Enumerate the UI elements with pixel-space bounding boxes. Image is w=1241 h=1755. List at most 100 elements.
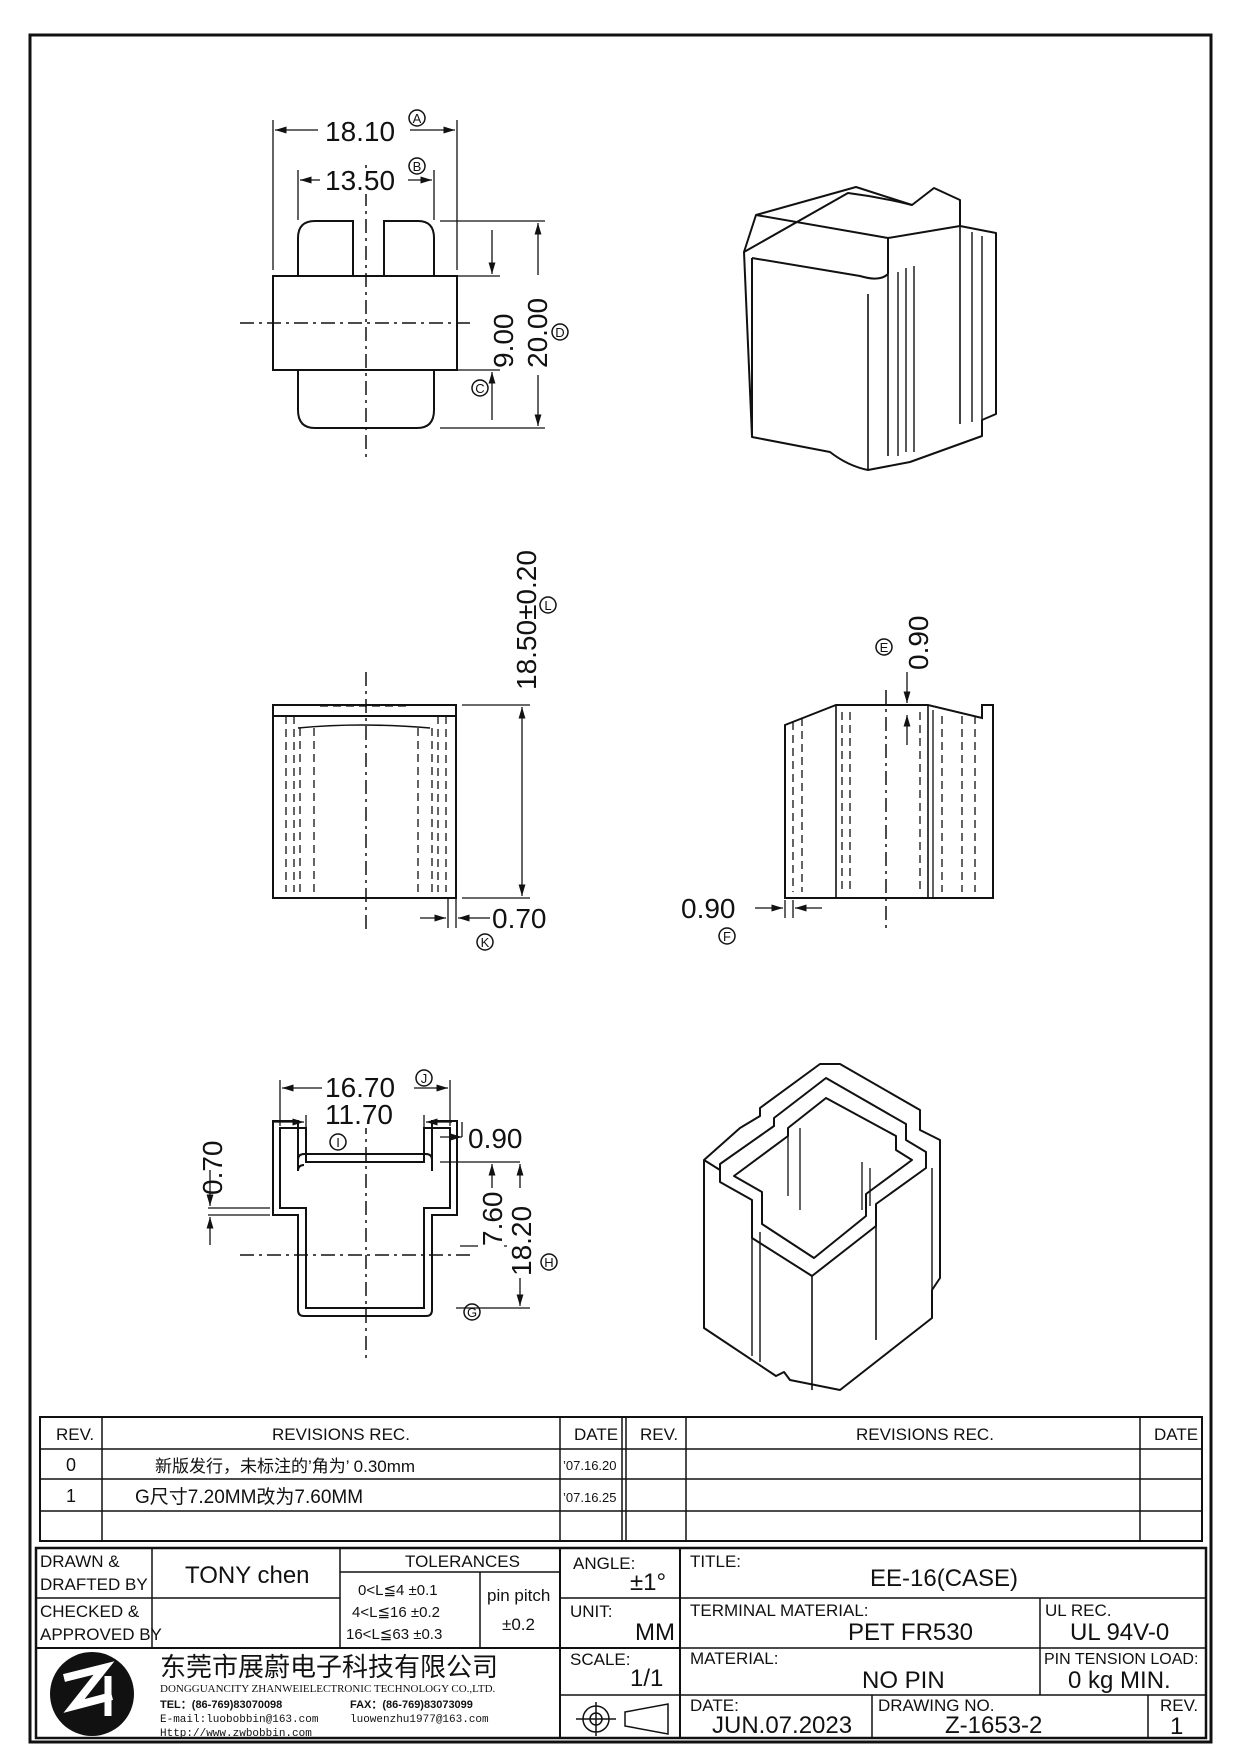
- pin-tension-label: PIN TENSION LOAD:: [1044, 1651, 1198, 1668]
- rev-header-date-left: DATE: [574, 1425, 618, 1444]
- dim-j-text: 16.70: [325, 1072, 395, 1103]
- front-view-hidden: [285, 705, 447, 892]
- bottom-view: [272, 1120, 458, 1317]
- side-view-hidden: [792, 712, 976, 892]
- svg-text:G: G: [467, 1305, 477, 1320]
- dim-d-text: 20.00: [522, 298, 553, 368]
- callout-e: E: [875, 638, 893, 656]
- callout-h: H: [540, 1253, 558, 1271]
- title-label: TITLE:: [690, 1552, 741, 1571]
- dim-e-text: 0.90: [903, 616, 934, 671]
- svg-text:F: F: [723, 929, 731, 944]
- tolerances-label: TOLERANCES: [405, 1552, 520, 1571]
- pin-pitch-value: ±0.2: [502, 1615, 535, 1634]
- unit-label: UNIT:: [570, 1602, 613, 1621]
- company-name-en: DONGGUANCITY ZHANWEIELECTRONIC TECHNOLOG…: [160, 1683, 496, 1695]
- title-block-grid: [34, 1546, 1208, 1740]
- callout-b: B: [408, 157, 426, 175]
- sheet-border: [28, 33, 1213, 1744]
- angle-label: ANGLE:: [573, 1554, 635, 1573]
- callout-i: I: [329, 1133, 347, 1151]
- rev-row-0-rev: 0: [66, 1455, 76, 1475]
- material-label: MATERIAL:: [690, 1649, 778, 1668]
- svg-text:L: L: [544, 598, 551, 613]
- material-value: NO PIN: [862, 1667, 945, 1694]
- svg-text:K: K: [481, 935, 490, 950]
- top-view-centerlines: [240, 165, 470, 460]
- dim-slot-text: 0.90: [468, 1123, 523, 1154]
- rev-header-rev-left: REV.: [56, 1425, 94, 1444]
- svg-text:E: E: [880, 640, 889, 655]
- date-label: DATE:: [690, 1696, 739, 1715]
- rev-row-1-text: G尺寸7.20MM改为7.60MM: [135, 1486, 363, 1508]
- dim-c-text: 9.00: [488, 314, 519, 369]
- svg-text:B: B: [413, 159, 422, 174]
- revisions-table: [39, 1416, 1203, 1542]
- svg-text:C: C: [475, 381, 484, 396]
- pin-pitch-label: pin pitch: [487, 1586, 550, 1605]
- dim-k-text: 0.70: [492, 903, 547, 934]
- callout-c: C: [471, 379, 489, 397]
- angle-value: ±1°: [630, 1569, 666, 1596]
- title-value: EE-16(CASE): [870, 1565, 1018, 1592]
- scale-value: 1/1: [630, 1665, 663, 1692]
- company-tel: TEL：(86-769)83070098: [160, 1699, 282, 1711]
- tol-row-1: 4<L≦16 ±0.2: [352, 1604, 440, 1621]
- dim-f-text: 0.90: [681, 893, 736, 924]
- company-logo-icon: [50, 1652, 134, 1736]
- svg-text:D: D: [555, 325, 564, 340]
- rev-label: REV.: [1160, 1696, 1198, 1715]
- svg-text:A: A: [413, 111, 422, 126]
- drawing-no-value: Z-1653-2: [945, 1712, 1042, 1739]
- dim-b-text: 13.50: [325, 165, 395, 196]
- rev-row-1-rev: 1: [66, 1486, 76, 1506]
- dim-g-text: 7.60: [477, 1192, 508, 1247]
- callout-k: K: [476, 933, 494, 951]
- terminal-material-value: PET FR530: [848, 1619, 973, 1646]
- approved-label: APPROVED BY: [40, 1625, 162, 1644]
- callout-g: G: [463, 1303, 481, 1321]
- dim-a-text: 18.10: [325, 116, 395, 147]
- drawing-no-label: DRAWING NO.: [878, 1696, 994, 1715]
- date-value: JUN.07.2023: [712, 1712, 852, 1739]
- bottom-view-centerlines: [240, 1120, 470, 1360]
- callout-f: F: [718, 927, 736, 945]
- svg-text:I: I: [336, 1135, 340, 1150]
- isometric-view-top: [743, 186, 997, 471]
- company-web: Http://www.zwbobbin.com: [160, 1728, 312, 1740]
- dim-wall-text: 0.70: [197, 1141, 228, 1196]
- side-view: [784, 704, 994, 899]
- terminal-material-label: TERMINAL MATERIAL:: [690, 1601, 869, 1620]
- dim-i-text: 11.70: [325, 1099, 393, 1130]
- tol-row-2: 16<L≦63 ±0.3: [346, 1626, 442, 1643]
- drawn-value: TONY chen: [185, 1562, 310, 1589]
- front-view: [272, 704, 457, 899]
- callout-d: D: [551, 323, 569, 341]
- front-view-dimensions: [420, 704, 530, 928]
- company-email-1: E-mail:luobobbin@163.com: [160, 1714, 319, 1726]
- svg-text:J: J: [421, 1071, 428, 1086]
- projection-symbol-icon: [576, 1702, 669, 1736]
- company-email-2: luowenzhu1977@163.com: [350, 1714, 489, 1726]
- drafted-label: DRAFTED BY: [40, 1575, 148, 1594]
- rev-header-date-right: DATE: [1154, 1425, 1198, 1444]
- ul-rec-label: UL REC.: [1045, 1601, 1111, 1620]
- rev-value: 1: [1170, 1713, 1183, 1740]
- callout-a: A: [408, 109, 426, 127]
- company-name-cn: 东莞市展蔚电子科技有限公司: [160, 1653, 498, 1683]
- side-view-dimensions: [755, 672, 911, 918]
- dim-h-text: 18.20: [506, 1206, 537, 1276]
- checked-label: CHECKED &: [40, 1602, 140, 1621]
- tol-row-0: 0<L≦4 ±0.1: [358, 1582, 438, 1599]
- rev-row-0-date: ’07.16.20: [563, 1458, 617, 1473]
- rev-header-rec-left: REVISIONS REC.: [272, 1425, 410, 1444]
- rev-header-rev-right: REV.: [640, 1425, 678, 1444]
- drawn-label: DRAWN &: [40, 1552, 120, 1571]
- top-view: [272, 220, 458, 429]
- unit-value: MM: [635, 1619, 675, 1646]
- rev-row-1-date: ’07.16.25: [563, 1490, 617, 1505]
- ul-rec-value: UL 94V-0: [1070, 1619, 1169, 1646]
- rev-header-rec-right: REVISIONS REC.: [856, 1425, 994, 1444]
- pin-tension-value: 0 kg MIN.: [1068, 1667, 1171, 1694]
